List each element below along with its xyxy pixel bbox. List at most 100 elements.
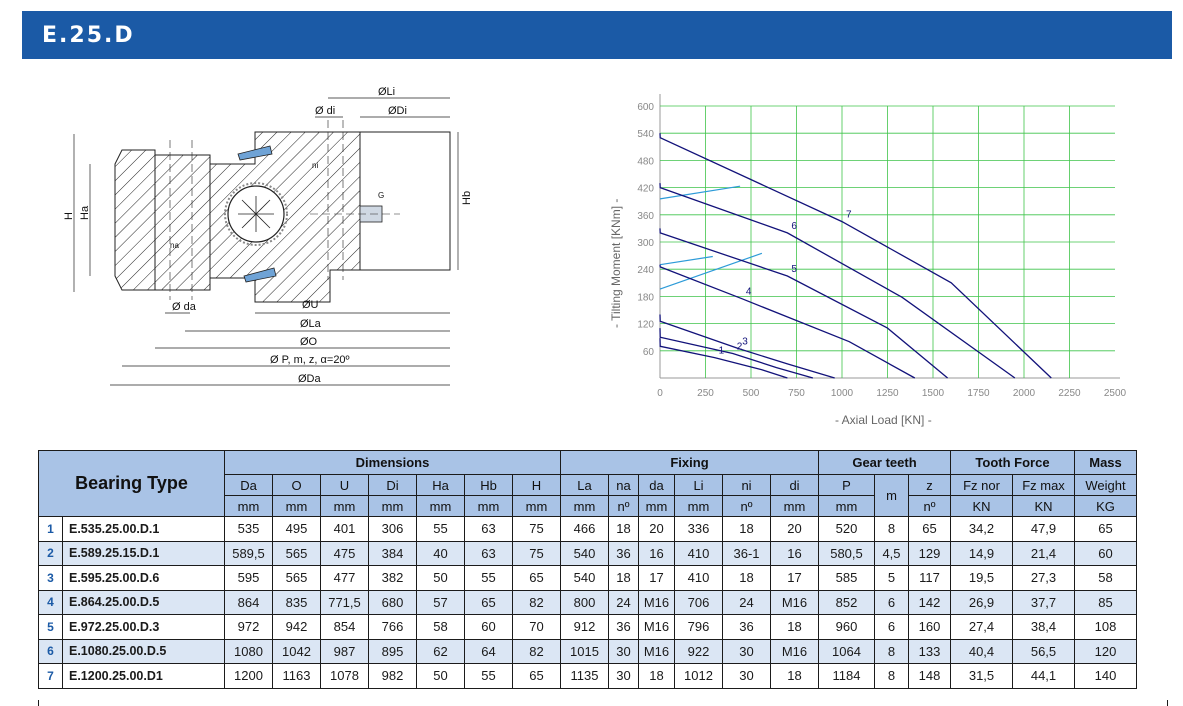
label-di: ØDi bbox=[388, 105, 407, 117]
subheader-cell: di bbox=[770, 474, 819, 496]
series-label: 7 bbox=[846, 210, 852, 221]
bearing-type-cell: E.589.25.15.D.1 bbox=[62, 540, 225, 566]
subheader-cell: Hb bbox=[464, 474, 513, 496]
table-cell: 75 bbox=[512, 540, 561, 566]
table-cell: 160 bbox=[908, 614, 951, 640]
table-cell: 18 bbox=[638, 663, 675, 689]
table-cell: 8 bbox=[874, 638, 909, 664]
fixing-header: Fixing bbox=[560, 450, 819, 475]
table-cell: 854 bbox=[320, 614, 369, 640]
row-index: 3 bbox=[38, 565, 63, 591]
table-cell: 60 bbox=[464, 614, 513, 640]
page-title: E.25.D bbox=[42, 23, 135, 48]
row-index: 1 bbox=[38, 516, 63, 542]
table-cell: M16 bbox=[770, 638, 819, 664]
subheader-cell: Ha bbox=[416, 474, 465, 496]
series-label: 6 bbox=[791, 221, 797, 232]
table-cell: 18 bbox=[722, 565, 771, 591]
table-cell: 1184 bbox=[818, 663, 875, 689]
table-cell: 40 bbox=[416, 540, 465, 566]
cut-off-line bbox=[659, 255, 713, 266]
label-gear: Ø P, m, z, α=20º bbox=[270, 354, 350, 366]
table-cell: 8 bbox=[874, 663, 909, 689]
table-cell: 565 bbox=[272, 540, 321, 566]
table-cell: 65 bbox=[512, 565, 561, 591]
bearing-type-cell: E.864.25.00.D.5 bbox=[62, 589, 225, 615]
table-cell: 1200 bbox=[224, 663, 273, 689]
table-cell: 18 bbox=[608, 565, 639, 591]
table-cell: 44,1 bbox=[1012, 663, 1075, 689]
bearing-type-cell: E.1080.25.00.D.5 bbox=[62, 638, 225, 664]
chart-x-label: - Axial Load [KN] - bbox=[835, 413, 932, 427]
table-cell: 56,5 bbox=[1012, 638, 1075, 664]
table-cell: M16 bbox=[638, 589, 675, 615]
subheader-cell: z bbox=[908, 474, 951, 496]
table-cell: 30 bbox=[722, 638, 771, 664]
row-index: 7 bbox=[38, 663, 63, 689]
dimensions-header: Dimensions bbox=[224, 450, 561, 475]
table-cell: 4,5 bbox=[874, 540, 909, 566]
bearing-type-cell: E.595.25.00.D.6 bbox=[62, 565, 225, 591]
table-cell: 1042 bbox=[272, 638, 321, 664]
label-h: H bbox=[63, 212, 75, 220]
series-label: 3 bbox=[742, 337, 748, 348]
bearing-cross-section-drawing: ØLi Ø di ØDi ni G H Ha Hb na Ø da ØU ØLa… bbox=[63, 86, 473, 386]
table-cell: 19,5 bbox=[950, 565, 1013, 591]
subheader-unit: mm bbox=[224, 495, 273, 517]
subheader-cell: Weight bbox=[1074, 474, 1137, 496]
table-cell: 895 bbox=[368, 638, 417, 664]
table-cell: 410 bbox=[674, 540, 723, 566]
table-cell: 585 bbox=[818, 565, 875, 591]
table-cell: 1135 bbox=[560, 663, 609, 689]
x-tick-label: 2500 bbox=[1104, 388, 1127, 399]
y-tick-label: 60 bbox=[643, 347, 655, 358]
table-cell: 24 bbox=[722, 589, 771, 615]
table-cell: 520 bbox=[818, 516, 875, 542]
table-cell: 58 bbox=[416, 614, 465, 640]
subheader-unit: nº bbox=[722, 495, 771, 517]
table-cell: 36 bbox=[608, 614, 639, 640]
subheader-cell: da bbox=[638, 474, 675, 496]
table-cell: 117 bbox=[908, 565, 951, 591]
label-li: ØLi bbox=[378, 86, 395, 98]
table-cell: 36-1 bbox=[722, 540, 771, 566]
label-hb: Hb bbox=[461, 191, 473, 205]
table-cell: 384 bbox=[368, 540, 417, 566]
cut-off-line bbox=[659, 252, 763, 290]
table-cell: 65 bbox=[1074, 516, 1137, 542]
table-cell: 960 bbox=[818, 614, 875, 640]
label-o: ØO bbox=[300, 336, 318, 348]
table-cell: 6 bbox=[874, 614, 909, 640]
chart-y-label: - Tilting Moment [KNm] - bbox=[609, 199, 623, 328]
x-tick-label: 2250 bbox=[1058, 388, 1081, 399]
table-cell: 30 bbox=[722, 663, 771, 689]
y-tick-label: 180 bbox=[637, 292, 654, 303]
label-ni: ni bbox=[312, 161, 318, 170]
row-index: 2 bbox=[38, 540, 63, 566]
table-cell: 18 bbox=[770, 614, 819, 640]
bearing-type-header: Bearing Type bbox=[38, 450, 225, 517]
series-line-4 bbox=[659, 264, 916, 379]
x-tick-label: 750 bbox=[788, 388, 805, 399]
table-cell: 58 bbox=[1074, 565, 1137, 591]
table-cell: 864 bbox=[224, 589, 273, 615]
series-label: 4 bbox=[746, 287, 752, 298]
table-cell: 589,5 bbox=[224, 540, 273, 566]
table-cell: 535 bbox=[224, 516, 273, 542]
table-cell: 1163 bbox=[272, 663, 321, 689]
table-cell: 835 bbox=[272, 589, 321, 615]
label-la: ØLa bbox=[300, 318, 322, 330]
table-cell: 16 bbox=[638, 540, 675, 566]
subheader-unit: KN bbox=[950, 495, 1013, 517]
subheader-unit: mm bbox=[320, 495, 369, 517]
subheader-unit: mm bbox=[368, 495, 417, 517]
spec-table: Bearing Type Dimensions Fixing Gear teet… bbox=[38, 450, 1137, 689]
table-cell: 766 bbox=[368, 614, 417, 640]
table-cell: 65 bbox=[908, 516, 951, 542]
